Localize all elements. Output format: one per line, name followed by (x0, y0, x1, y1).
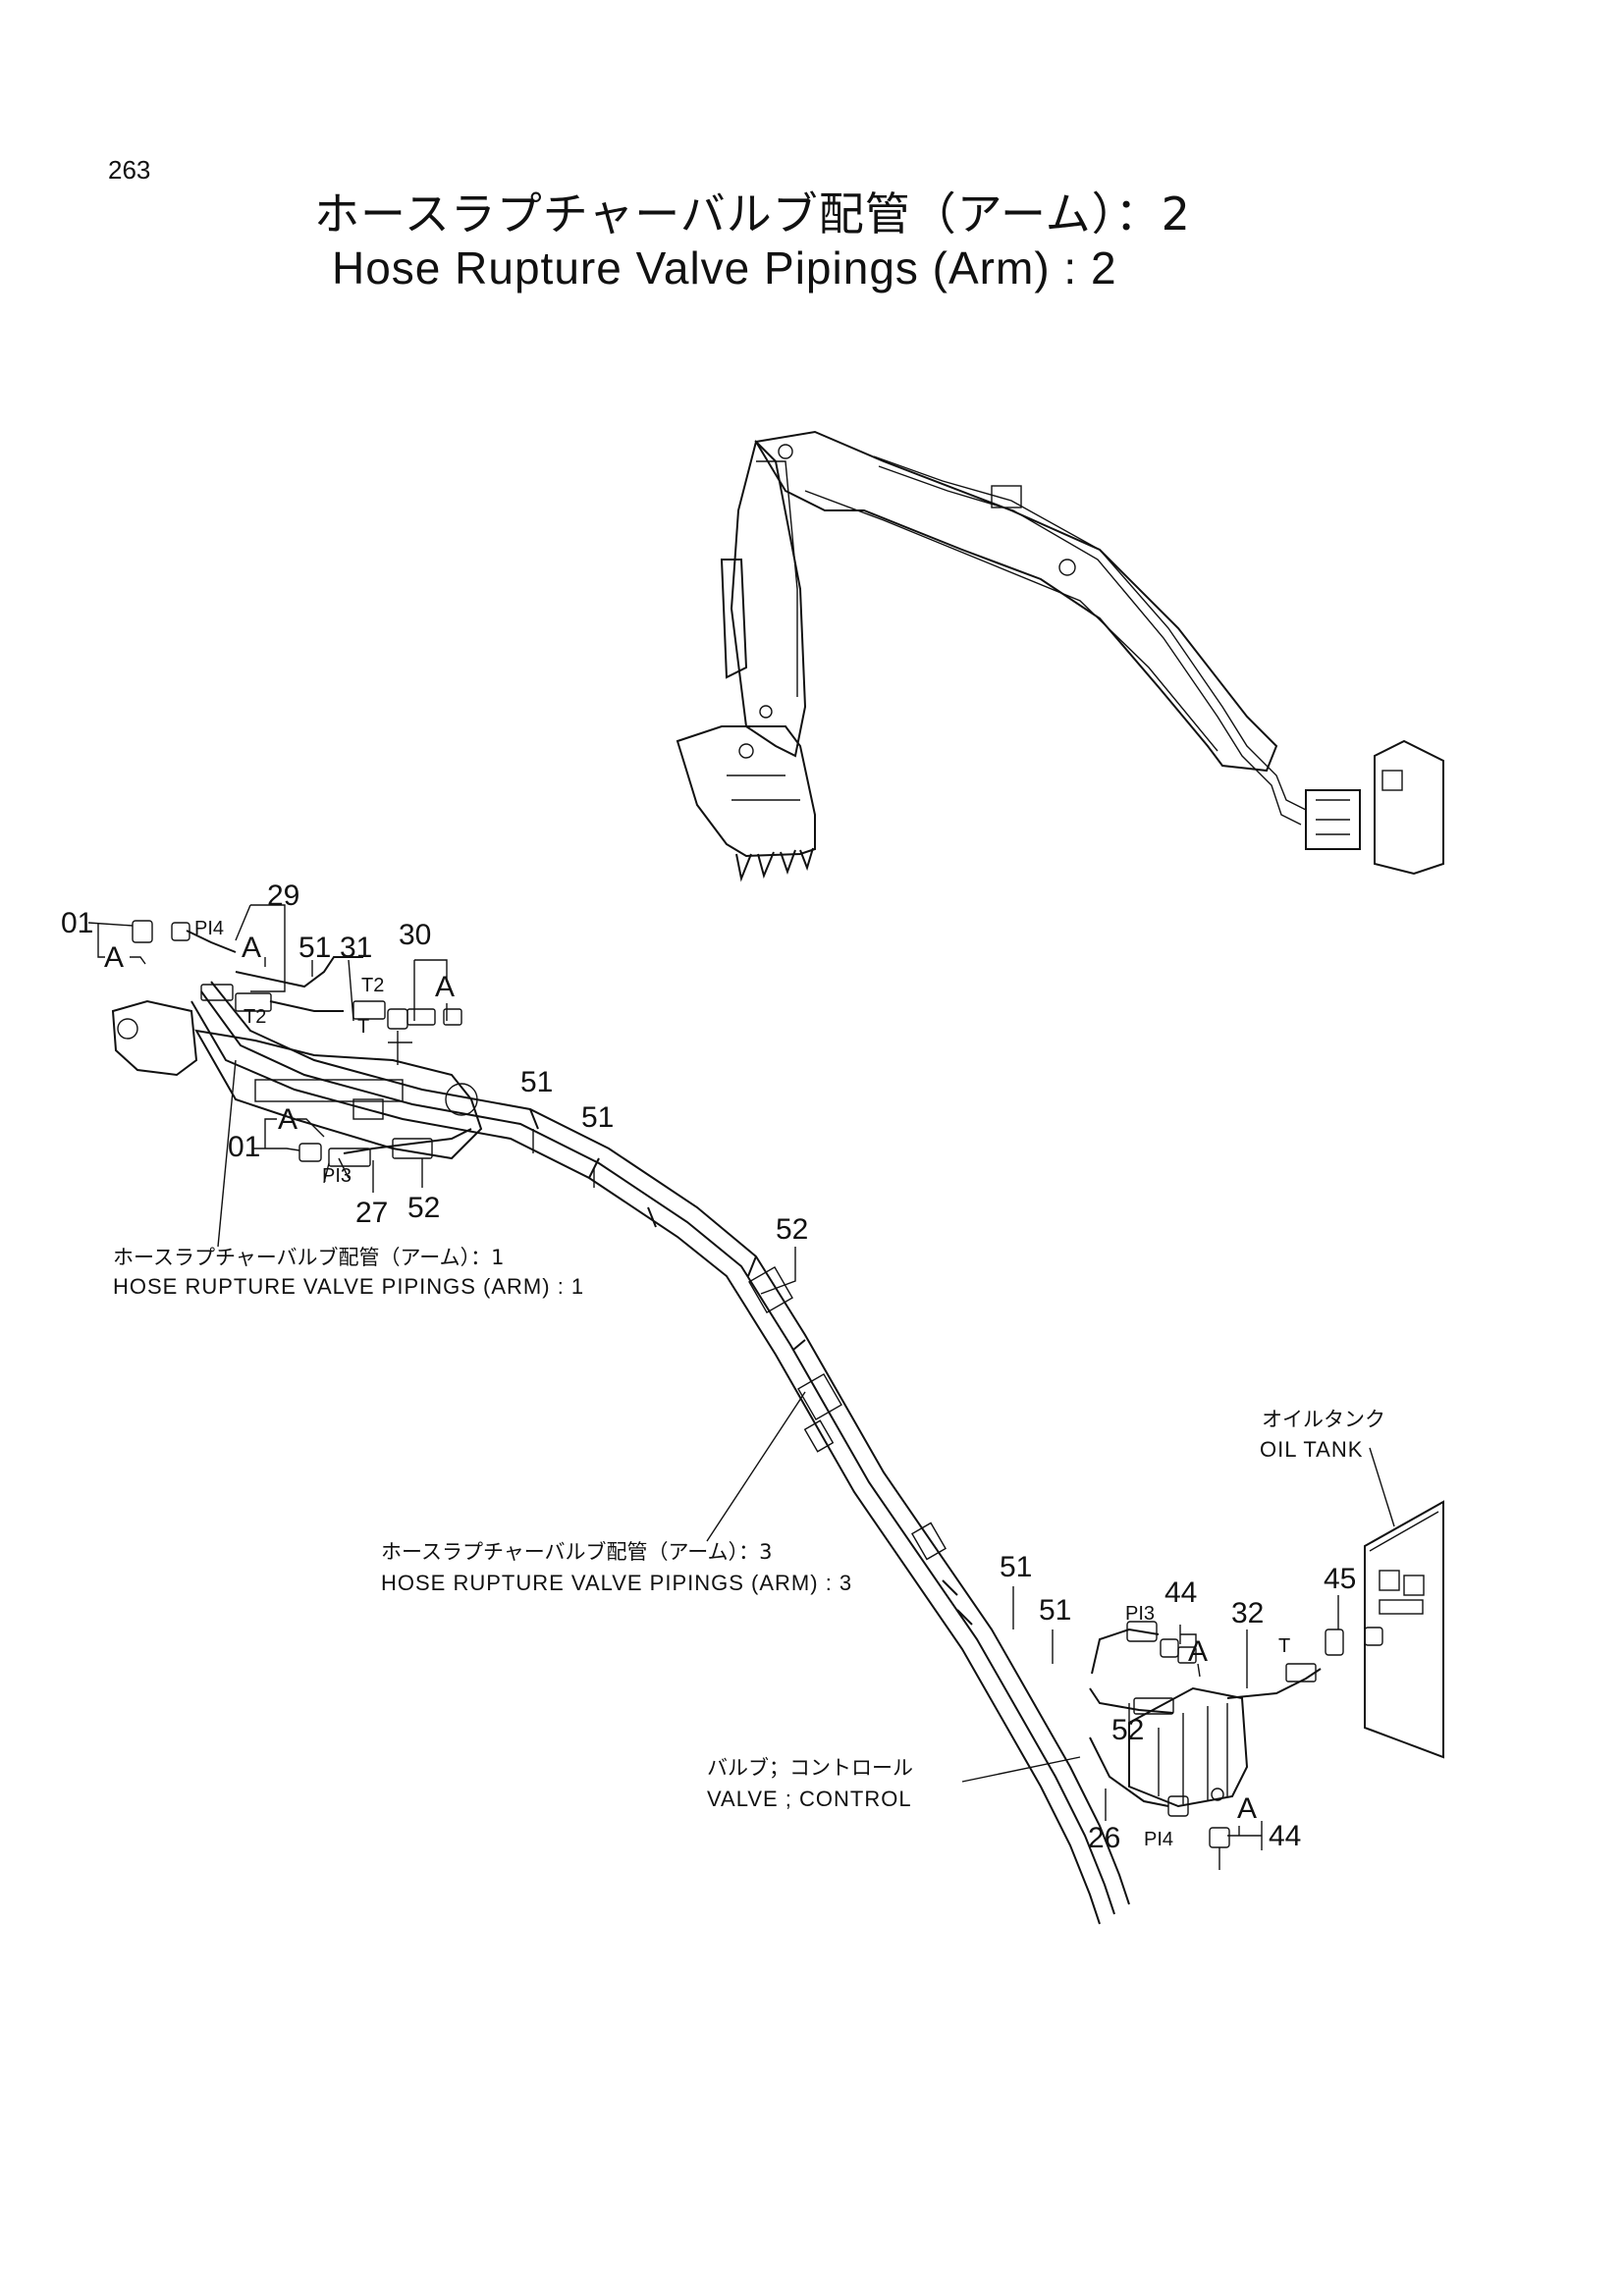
port-t2-b: T2 (244, 1006, 266, 1028)
callout-01-top: 01 (61, 907, 93, 939)
ref-pipings-3-ja: ホースラプチャーバルブ配管（アーム）：3 (381, 1540, 773, 1564)
marker-a-3: A (435, 971, 455, 1003)
callout-51-d: 51 (1000, 1551, 1032, 1583)
callout-31: 31 (340, 932, 372, 964)
callout-51-a: 51 (298, 932, 331, 964)
callout-30: 30 (399, 919, 431, 951)
port-t-a: T (357, 1016, 369, 1038)
hose-route (190, 981, 1130, 1925)
oil-tank (1364, 1500, 1444, 1759)
callout-45: 45 (1324, 1563, 1356, 1595)
callout-numbers: 01 29 51 31 30 51 51 01 27 52 52 51 51 4… (61, 880, 1356, 1854)
ref-valve-control-ja: バルブ；コントロール (707, 1756, 913, 1780)
port-pi4-top: PI4 (194, 918, 224, 939)
arm-end-assembly (111, 920, 483, 1184)
callout-52-b: 52 (776, 1213, 808, 1246)
ref-pipings-1-en: HOSE RUPTURE VALVE PIPINGS (ARM) : 1 (113, 1274, 584, 1299)
ref-pipings-3-en: HOSE RUPTURE VALVE PIPINGS (ARM) : 3 (381, 1571, 852, 1595)
callout-51-b: 51 (520, 1066, 553, 1098)
callout-29: 29 (267, 880, 299, 912)
callout-44-bottom: 44 (1269, 1820, 1301, 1852)
marker-a-5: A (1188, 1635, 1208, 1668)
port-pi3-right: PI3 (1125, 1603, 1155, 1625)
page-title-english: Hose Rupture Valve Pipings (Arm) : 2 (332, 242, 1117, 294)
excavator-overview (676, 430, 1444, 882)
callout-01-mid: 01 (228, 1131, 260, 1163)
ref-oil-tank-ja: オイルタンク (1262, 1408, 1385, 1431)
callout-52-a: 52 (407, 1192, 440, 1224)
port-pi3-left: PI3 (322, 1165, 352, 1187)
callout-44-top: 44 (1164, 1576, 1197, 1609)
port-t-b: T (1278, 1635, 1290, 1657)
page-number: 263 (108, 155, 151, 185)
leader-lines (87, 904, 1395, 1850)
port-pi4-bottom: PI4 (1144, 1829, 1173, 1850)
ref-oil-tank-en: OIL TANK (1260, 1437, 1363, 1462)
callout-51-e: 51 (1039, 1594, 1071, 1627)
port-t2-a: T2 (361, 975, 384, 996)
marker-a-6: A (1237, 1792, 1257, 1825)
detail-markers: A A A A A A (104, 932, 1257, 1825)
marker-a-1: A (104, 941, 124, 974)
marker-a-4: A (278, 1103, 298, 1136)
reference-notes: ホースラプチャーバルブ配管（アーム）：1 HOSE RUPTURE VALVE … (113, 1246, 1385, 1811)
marker-a-2: A (242, 932, 261, 964)
callout-52-c: 52 (1111, 1714, 1144, 1746)
port-labels: PI4 T2 T2 T PI3 PI3 T PI4 (194, 918, 1290, 1850)
callout-27: 27 (355, 1197, 388, 1229)
page-title-japanese: ホースラプチャーバルブ配管（アーム）：2 (314, 187, 1191, 240)
callout-32: 32 (1231, 1597, 1264, 1629)
ref-valve-control-en: VALVE ; CONTROL (707, 1787, 912, 1811)
control-valve-assembly (1089, 1621, 1383, 1870)
ref-pipings-1-ja: ホースラプチャーバルブ配管（アーム）：1 (113, 1246, 505, 1269)
callout-26: 26 (1088, 1822, 1120, 1854)
callout-51-c: 51 (581, 1101, 614, 1134)
